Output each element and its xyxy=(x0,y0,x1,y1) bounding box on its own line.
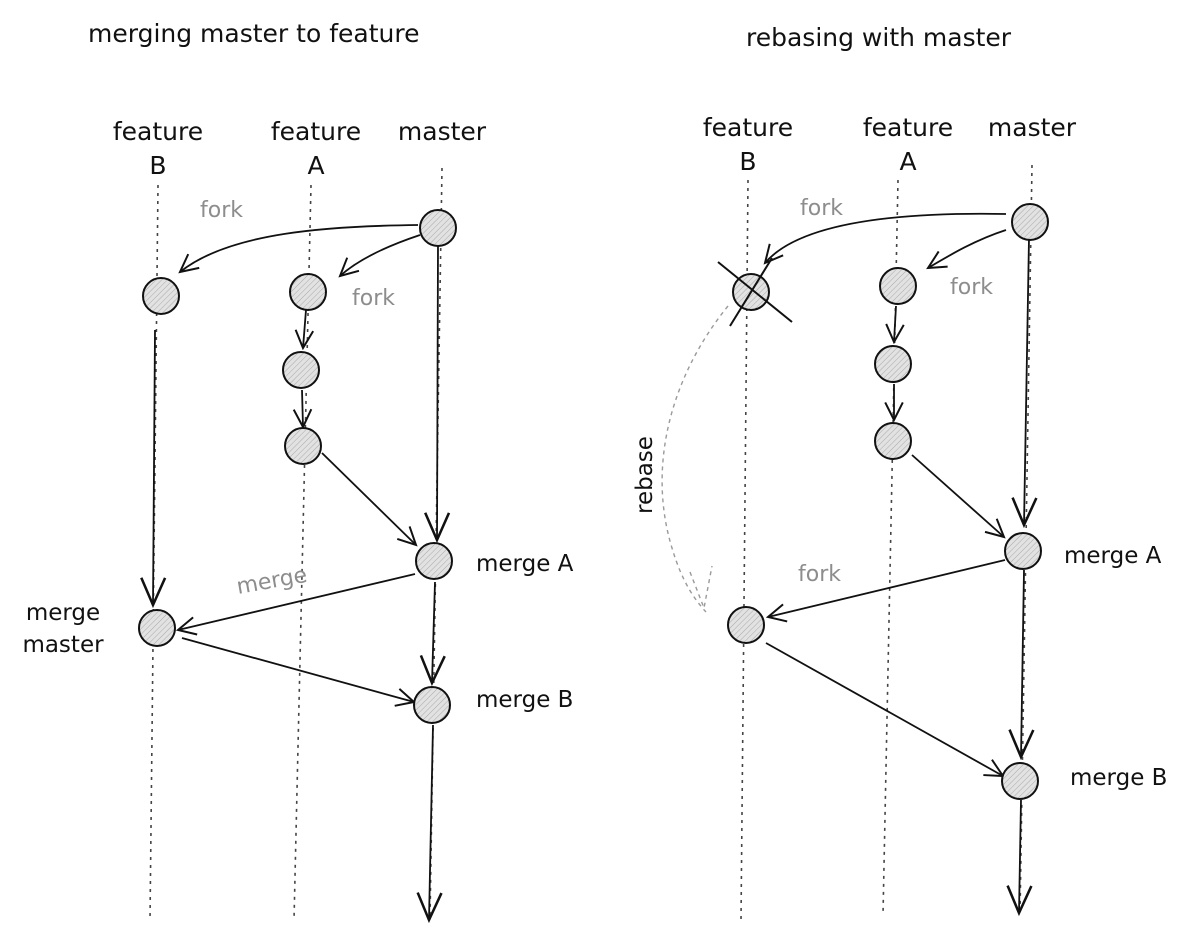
right-node-feature-a-1 xyxy=(879,267,917,305)
left-merge-master-label-2: master xyxy=(22,632,104,658)
right-edge-fork-a xyxy=(928,229,1007,268)
left-node-master-start xyxy=(419,209,457,247)
left-merge-b-label: merge B xyxy=(476,687,573,713)
right-edge-fork-b xyxy=(765,212,1007,263)
left-edge-merge-a-merge-b xyxy=(419,581,446,687)
right-feature-a-label: feature xyxy=(863,113,953,142)
left-master-label: master xyxy=(398,117,487,146)
left-edge-merge-b-down xyxy=(416,724,443,924)
right-node-feature-b-old-cross-2 xyxy=(729,257,773,327)
right-feature-a-letter: A xyxy=(899,147,916,176)
right-node-feature-b-old-cross-1 xyxy=(717,261,793,323)
right-fork-b-label: fork xyxy=(800,196,843,221)
left-node-merge-b xyxy=(413,686,451,724)
right-node-feature-a-2 xyxy=(874,345,912,383)
right-edge-merge-b-down xyxy=(1006,799,1033,917)
right-node-feature-b-new xyxy=(727,606,765,644)
merge-diagram-title: merging master to feature xyxy=(88,19,419,48)
rebase-diagram: rebasing with master feature B feature A… xyxy=(632,23,1167,921)
left-edge-merge-master-merge-b xyxy=(181,637,414,702)
right-merge-a-label: merge A xyxy=(1064,543,1162,569)
left-node-feature-a-2 xyxy=(282,351,320,389)
left-edge-a1-a2 xyxy=(303,309,306,348)
right-merge-b-label: merge B xyxy=(1070,765,1167,791)
left-feature-b-letter: B xyxy=(149,151,166,180)
right-node-feature-a-3 xyxy=(874,422,912,460)
left-fork-a-label: fork xyxy=(352,286,395,311)
left-node-feature-a-1 xyxy=(289,273,327,311)
left-merge-a-label: merge A xyxy=(476,551,574,577)
left-node-merge-master xyxy=(138,609,176,647)
right-master-label: master xyxy=(988,113,1077,142)
left-feature-a-letter: A xyxy=(307,151,324,180)
right-feature-b-letter: B xyxy=(739,147,756,176)
left-feature-b-label: feature xyxy=(113,117,203,146)
left-feature-a-label: feature xyxy=(271,117,361,146)
right-rebase-label: rebase xyxy=(632,436,658,514)
right-edge-fork-new-merge-b xyxy=(765,642,1003,776)
left-edge-fork-a xyxy=(340,234,421,276)
right-rebase-curve xyxy=(661,305,729,613)
right-node-merge-b xyxy=(1001,762,1039,800)
left-merge-label: merge xyxy=(235,563,309,600)
left-edge-master-a xyxy=(424,243,451,544)
left-edge-b-merge-master xyxy=(140,329,167,609)
right-edge-merge-a-fork-new xyxy=(768,559,1006,617)
right-rebase-tick xyxy=(689,565,713,611)
left-node-merge-a xyxy=(415,542,453,580)
right-feature-b-label: feature xyxy=(703,113,793,142)
right-edge-merge-a-merge-b xyxy=(1008,569,1035,761)
rebase-diagram-title: rebasing with master xyxy=(746,23,1012,52)
left-edge-fork-b xyxy=(180,224,419,272)
left-merge-master-label-1: merge xyxy=(26,600,100,626)
right-node-master-start xyxy=(1011,203,1049,241)
left-fork-b-label: fork xyxy=(200,198,243,223)
right-fork-new-label: fork xyxy=(798,562,841,587)
right-fork-a-label: fork xyxy=(950,275,993,300)
right-node-merge-a xyxy=(1004,532,1042,570)
left-edge-a2-a3 xyxy=(302,389,303,427)
right-edge-a3-merge-a xyxy=(911,454,1004,537)
right-edge-a1-a2 xyxy=(894,305,896,342)
right-edge-master-a xyxy=(1011,237,1038,529)
left-node-feature-a-3 xyxy=(284,427,322,465)
left-node-feature-b-1 xyxy=(142,277,180,315)
left-edge-a3-merge-a xyxy=(321,452,416,545)
right-lane-feature-b xyxy=(740,179,749,921)
merge-diagram: merging master to feature feature B feat… xyxy=(22,19,574,924)
left-edge-merge-a-merge-master xyxy=(178,573,416,630)
